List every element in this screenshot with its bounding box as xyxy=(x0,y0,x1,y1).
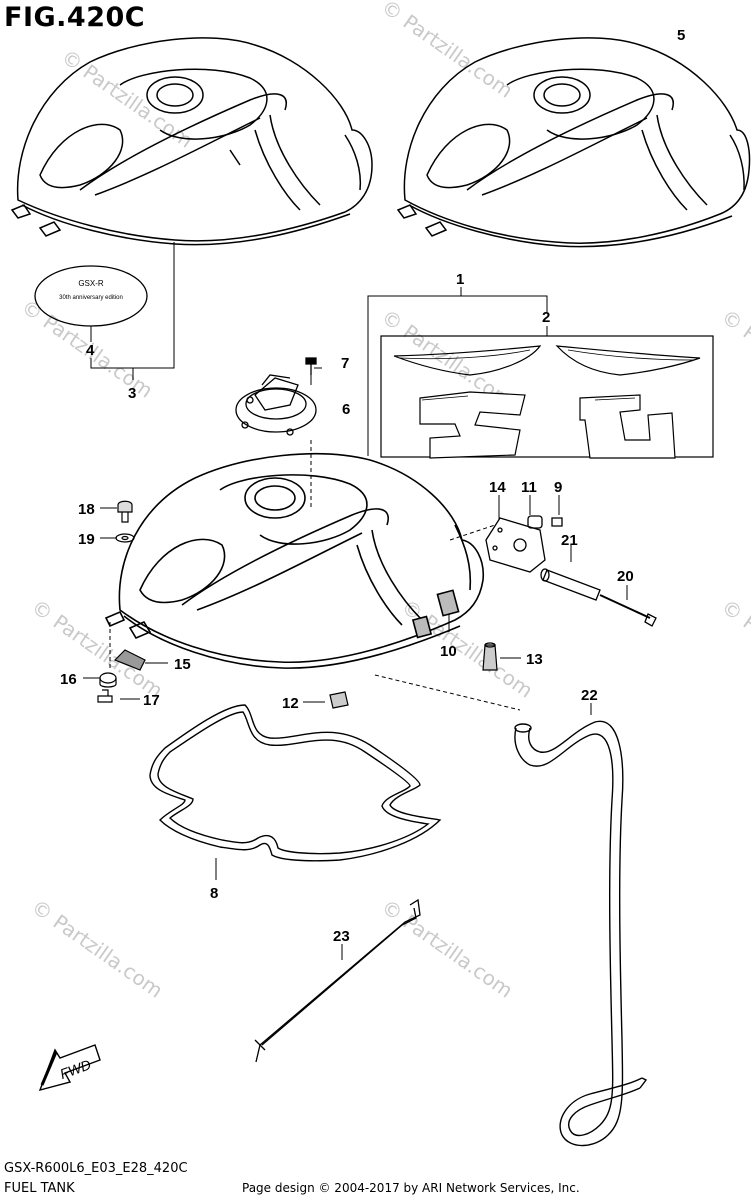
tank-cover-left xyxy=(10,37,373,246)
fuel-cap-assembly xyxy=(235,357,317,436)
callout-11: 11 xyxy=(521,479,537,496)
model-code: GSX-R600L6_E03_E28_420C xyxy=(4,1161,188,1176)
callout-9: 9 xyxy=(554,479,562,496)
callout-16: 16 xyxy=(60,671,77,688)
damper-parts xyxy=(97,649,146,703)
callout-15: 15 xyxy=(174,656,191,673)
callout-18: 18 xyxy=(78,501,95,518)
callout-8: 8 xyxy=(210,885,218,902)
watermark: © Partzilla.com xyxy=(377,894,517,1002)
copyright-notice: Page design © 2004-2017 by ARI Network S… xyxy=(242,1181,580,1195)
callout-17: 17 xyxy=(143,692,160,709)
clip-and-cap xyxy=(329,642,498,709)
callout-1: 1 xyxy=(456,271,464,288)
decal-frame xyxy=(380,335,714,458)
callout-19: 19 xyxy=(78,531,95,548)
drain-rod xyxy=(254,898,421,1063)
fuel-tank xyxy=(104,453,485,669)
tank-cover-right xyxy=(396,37,751,248)
bolt-washer xyxy=(115,500,135,543)
callout-3: 3 xyxy=(128,385,136,402)
callout-23: 23 xyxy=(333,928,350,945)
callout-21: 21 xyxy=(561,532,578,549)
callout-22: 22 xyxy=(581,687,598,704)
callout-10: 10 xyxy=(440,643,457,660)
emblem-line2: 30th anniversary edition xyxy=(59,295,123,301)
callout-5: 5 xyxy=(677,27,685,44)
watermark: © Partzilla.com xyxy=(27,594,167,702)
callout-6: 6 xyxy=(342,401,350,418)
callout-13: 13 xyxy=(526,651,543,668)
watermark: © Partzilla.com xyxy=(717,304,751,412)
callout-4: 4 xyxy=(86,342,95,359)
leader-lines xyxy=(83,242,628,960)
fwd-arrow: FWD xyxy=(38,1044,101,1092)
watermark: © Partzilla.com xyxy=(57,44,197,152)
watermark: © Partzilla.com xyxy=(27,894,167,1002)
callout-20: 20 xyxy=(617,568,634,585)
callout-2: 2 xyxy=(542,309,550,326)
tank-gasket xyxy=(149,704,442,862)
callout-7: 7 xyxy=(341,355,349,372)
watermark: © Partzilla.com xyxy=(717,594,751,702)
emblem-line1: GSX-R xyxy=(78,279,104,288)
callout-14: 14 xyxy=(489,479,506,496)
section-name: FUEL TANK xyxy=(4,1181,75,1196)
callout-12: 12 xyxy=(282,695,299,712)
decal-box xyxy=(380,335,714,459)
bracket-assembly xyxy=(485,515,657,627)
watermark: © Partzilla.com xyxy=(377,0,517,103)
figure-title: FIG.420C xyxy=(4,2,146,33)
callout-layer: 1 2 3 4 5 6 7 8 9 10 11 12 13 14 15 16 1… xyxy=(60,27,685,945)
drain-hose xyxy=(514,720,648,1147)
anniversary-emblem: GSX-R 30th anniversary edition xyxy=(34,265,148,327)
